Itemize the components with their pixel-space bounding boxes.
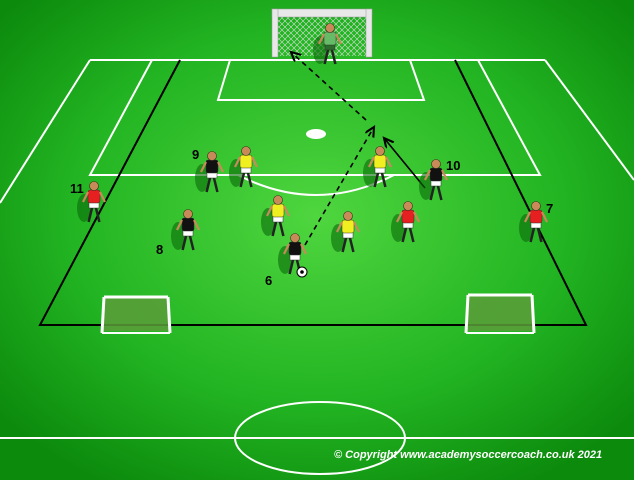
pitch-markings bbox=[0, 59, 634, 475]
black-player-9 bbox=[195, 151, 224, 193]
red-player-7 bbox=[519, 201, 548, 243]
player-number-9: 9 bbox=[192, 147, 199, 162]
goalkeeper bbox=[313, 23, 342, 65]
copyright-text: © Copyright www.academysoccercoach.co.uk… bbox=[334, 449, 602, 461]
yellow-player bbox=[331, 211, 360, 253]
black-player-10 bbox=[419, 159, 448, 201]
red-player bbox=[391, 201, 420, 243]
red-player-11 bbox=[77, 181, 106, 223]
player-number-10: 10 bbox=[446, 158, 460, 173]
yellow-player bbox=[261, 195, 290, 237]
penalty-spot bbox=[306, 129, 326, 139]
shot-arrow bbox=[291, 52, 367, 121]
small-goal-right bbox=[464, 293, 536, 334]
run-arrow bbox=[384, 138, 426, 189]
player-number-8: 8 bbox=[156, 242, 163, 257]
yellow-player bbox=[229, 146, 258, 188]
player-number-7: 7 bbox=[546, 201, 553, 216]
black-player-6 bbox=[278, 233, 307, 275]
player-number-11: 11 bbox=[70, 181, 84, 196]
small-goal-left bbox=[100, 295, 172, 334]
pass-arrow bbox=[304, 127, 374, 246]
playing-area-boundary bbox=[38, 59, 588, 326]
yellow-player bbox=[363, 146, 392, 188]
player-number-6: 6 bbox=[265, 273, 272, 288]
black-player-8 bbox=[171, 209, 200, 251]
